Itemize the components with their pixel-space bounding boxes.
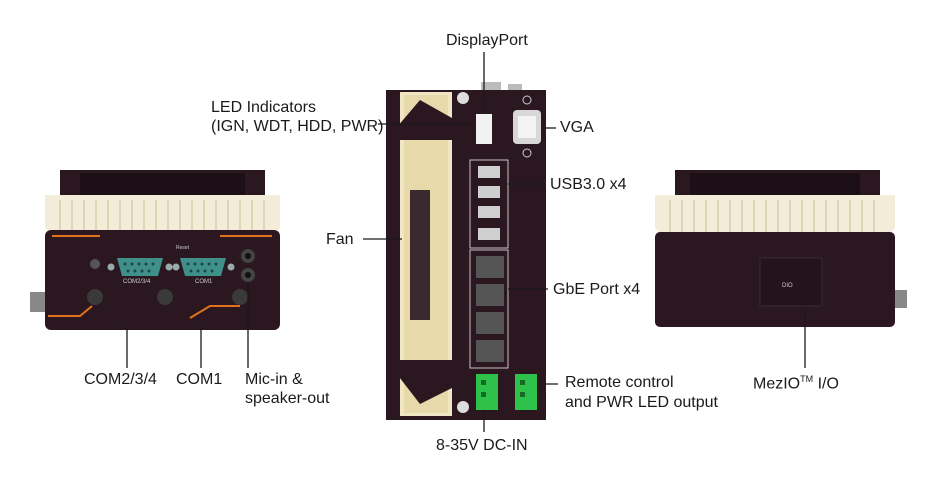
label-remote-line2: and PWR LED output (565, 394, 718, 411)
label-remote-line1: Remote control (565, 374, 674, 391)
front-device (386, 82, 546, 420)
com234-connector (117, 258, 163, 276)
label-com1: COM1 (176, 371, 223, 388)
com1-port-text: COM1 (195, 279, 213, 285)
label-com234: COM2/3/4 (84, 371, 157, 388)
reset-text: Reset (176, 245, 190, 251)
right-device (655, 170, 907, 327)
label-mezio-base: MezIO (753, 375, 801, 393)
label-fan: Fan (326, 231, 354, 248)
left-device (30, 170, 280, 330)
label-mic-line2: speaker-out (245, 390, 330, 407)
dio-port-text: DIO (782, 283, 793, 289)
callout-lines (126, 52, 806, 432)
label-displayport: DisplayPort (446, 32, 528, 49)
label-dcin: 8-35V DC-IN (436, 437, 528, 454)
label-mezio-sup: TM (800, 374, 814, 384)
com1-connector (180, 258, 226, 276)
label-led-indicators-line1: LED Indicators (211, 99, 316, 116)
label-gbe: GbE Port x4 (553, 281, 641, 298)
com234-port-text: COM2/3/4 (123, 279, 151, 285)
label-mezio-rest: I/O (813, 375, 839, 393)
label-led-indicators-line2: (IGN, WDT, HDD, PWR) (211, 118, 384, 135)
label-mic-line1: Mic-in & (245, 371, 303, 388)
label-mezio: MezIOTM I/O (753, 370, 839, 393)
label-usb: USB3.0 x4 (550, 176, 627, 193)
label-vga: VGA (560, 119, 594, 136)
